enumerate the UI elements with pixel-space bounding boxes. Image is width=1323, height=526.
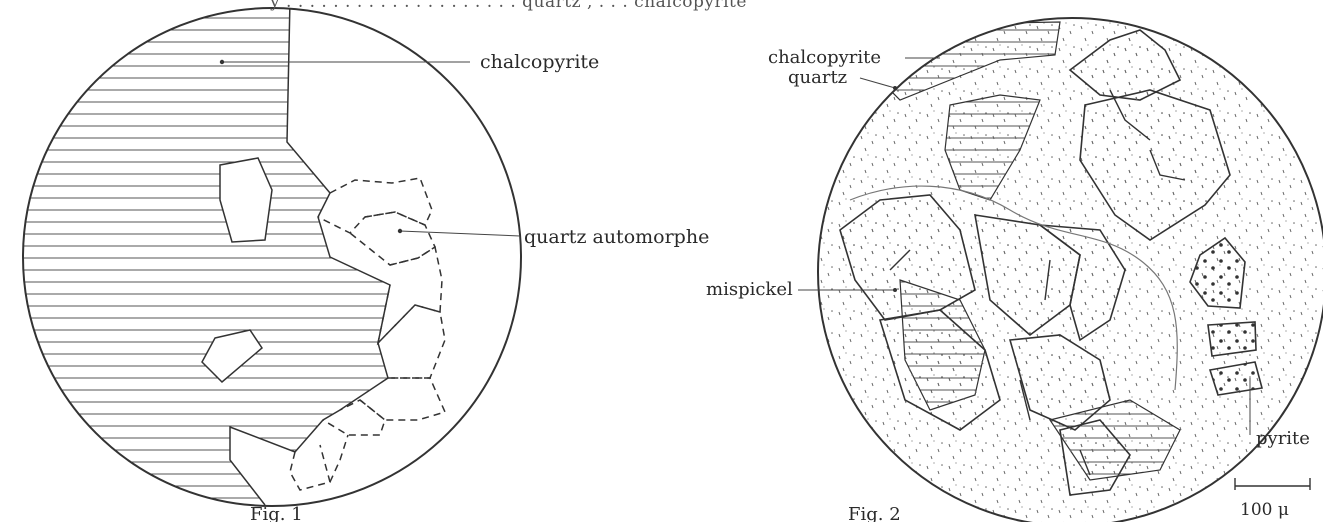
figure-2: chalcopyrite quartz mispickel pyrite 100… [706, 18, 1323, 522]
figure-2-caption: Fig. 2 [848, 504, 901, 522]
label-chalcopyrite: chalcopyrite [768, 47, 881, 68]
scale-bar-label: 100 μ [1240, 500, 1289, 520]
label-quartz-automorphe: quartz automorphe [524, 226, 709, 248]
label-pyrite: pyrite [1256, 428, 1310, 449]
scale-bar [1235, 478, 1310, 490]
leader-dot [893, 288, 897, 292]
leader-dot [220, 60, 224, 64]
leader-line [860, 78, 895, 88]
quartz-grain [220, 158, 272, 242]
top-caption-cropped: y . . . . . . . . . . . . . . . . . . . … [270, 0, 747, 12]
label-quartz: quartz [788, 67, 847, 88]
leader-dot [398, 229, 402, 233]
leader-line [400, 231, 520, 236]
label-mispickel: mispickel [706, 279, 793, 300]
label-chalcopyrite: chalcopyrite [480, 51, 599, 73]
chalcopyrite-region [0, 0, 390, 505]
leader-dot [893, 86, 897, 90]
figure-1-caption: Fig. 1 [250, 504, 303, 522]
figure-1: chalcopyrite quartz automorphe Fig. 1 [0, 0, 709, 522]
